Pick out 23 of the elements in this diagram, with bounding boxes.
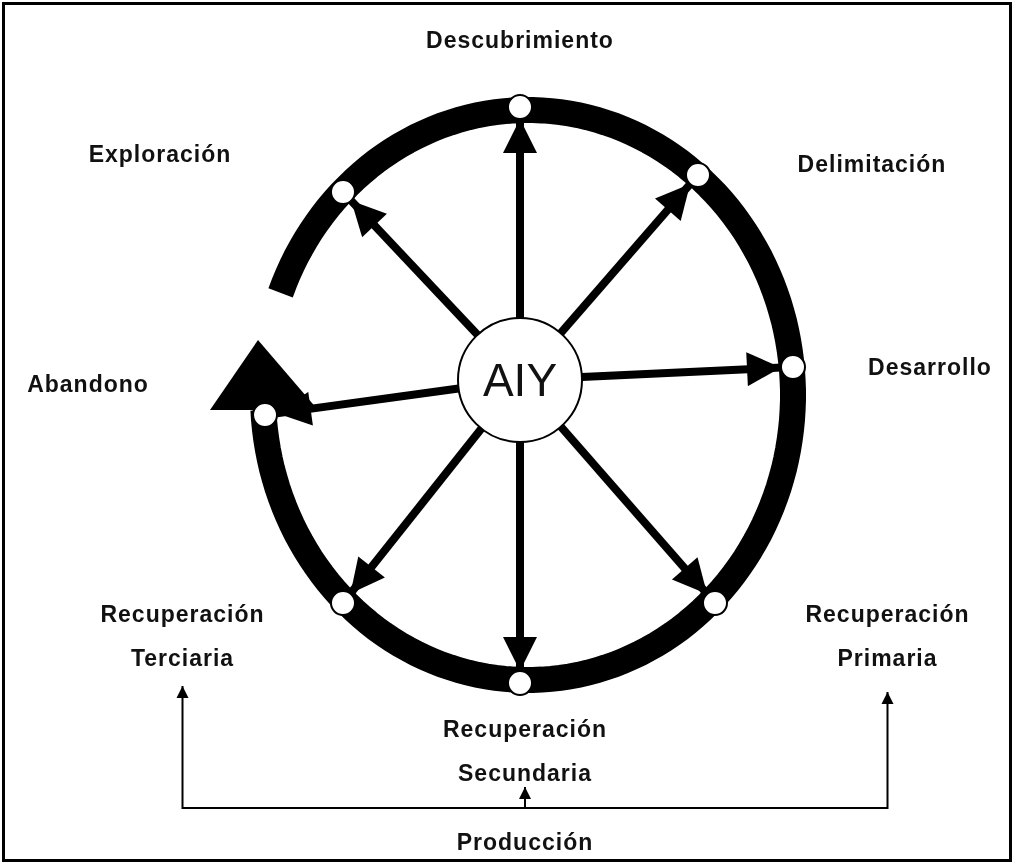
hub-circle (457, 317, 583, 443)
stage-circle (685, 162, 711, 188)
stage-label: Abandono (26, 370, 150, 399)
stage-label: Recuperación Terciaria (60, 592, 305, 680)
stage-label: Recuperación Secundaria (405, 707, 645, 795)
stage-label: Recuperación Primaria (770, 592, 1005, 680)
stage-circle (330, 590, 356, 616)
arrow (348, 198, 481, 338)
stage-label: Exploración (87, 140, 233, 169)
stage-circle (507, 670, 533, 696)
stage-circle (507, 94, 533, 120)
arrow (524, 691, 894, 809)
arrow (581, 352, 782, 387)
stage-label: Descubrimiento (425, 26, 615, 55)
stage-label: Producción (415, 820, 635, 864)
arrow (347, 426, 485, 597)
arrow (176, 685, 526, 809)
arrow (557, 181, 694, 336)
arrow (519, 786, 531, 809)
arrow (276, 384, 460, 426)
stage-label: Desarrollo (867, 353, 993, 382)
stage-label: Delimitación (796, 150, 948, 179)
hub-label: AIY (481, 353, 559, 408)
